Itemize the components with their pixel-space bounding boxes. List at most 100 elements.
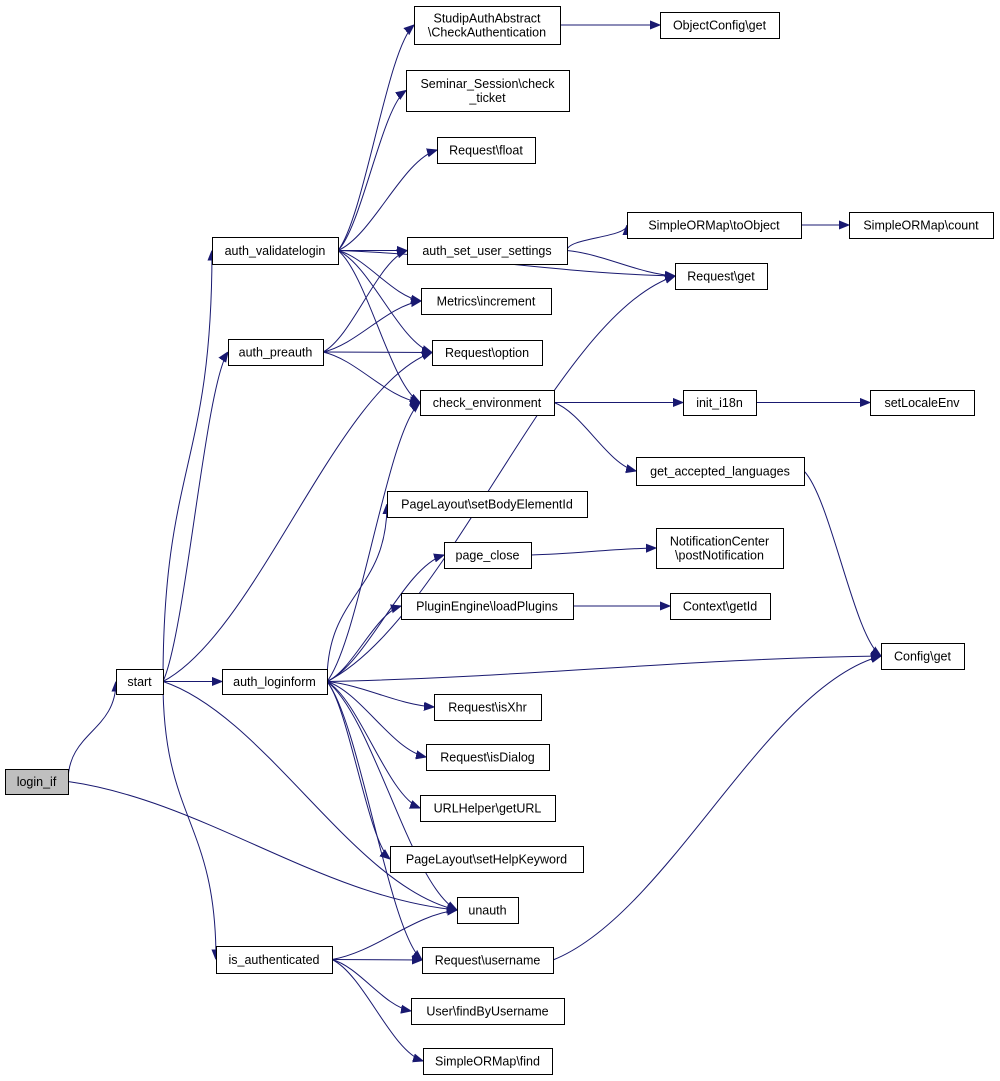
node-auth-set-user-settings[interactable]: auth_set_user_settings — [407, 237, 568, 265]
node-label: check_environment — [433, 396, 542, 410]
node-request-isxhr[interactable]: Request\isXhr — [434, 694, 542, 721]
node-label: User\findByUsername — [426, 1004, 548, 1018]
node-request-get[interactable]: Request\get — [675, 263, 768, 290]
edge-is-authenticated-to-user-findbyusername — [331, 959, 411, 1012]
edge-start-to-auth-validatelogin — [162, 251, 212, 682]
node-label: PageLayout\setHelpKeyword — [406, 852, 567, 866]
edge-auth-loginform-to-pagelayout-setbodyelementid — [326, 504, 387, 682]
node-request-option[interactable]: Request\option — [432, 340, 543, 366]
node-label: ObjectConfig\get — [673, 18, 767, 32]
edge-auth-loginform-to-check-environment — [326, 403, 420, 682]
node-box — [670, 593, 771, 620]
node-context-getid[interactable]: Context\getId — [670, 593, 771, 620]
node-box — [437, 137, 536, 164]
node-label: get_accepted_languages — [650, 464, 790, 478]
node-user-findbyusername[interactable]: User\findByUsername — [411, 998, 565, 1025]
edge-auth-loginform-to-request-get — [326, 276, 675, 682]
edge-get-accepted-languages-to-config-get — [803, 470, 881, 656]
node-label: Request\float — [449, 143, 523, 157]
edge-auth-validatelogin-to-request-float — [337, 150, 437, 251]
node-box — [457, 897, 519, 924]
edge-auth-loginform-to-urlhelper-geturl — [326, 681, 420, 809]
node-label: auth_preauth — [239, 345, 313, 359]
node-box — [656, 528, 784, 569]
node-box — [406, 70, 570, 112]
node-setlocaleenv[interactable]: setLocaleEnv — [870, 390, 975, 416]
node-login-if[interactable]: login_if — [5, 769, 69, 795]
node-notificationcenter-postnotification[interactable]: NotificationCenter\postNotification — [656, 528, 784, 569]
node-box — [870, 390, 975, 416]
edge-auth-validatelogin-to-studipauthabstract-checkauthentication — [337, 25, 414, 251]
node-label: auth_loginform — [233, 675, 316, 689]
node-objectconfig-get[interactable]: ObjectConfig\get — [660, 12, 780, 39]
node-box — [422, 947, 554, 974]
node-pagelayout-sethelpkeyword[interactable]: PageLayout\setHelpKeyword — [390, 846, 584, 873]
node-studipauthabstract-checkauthentication[interactable]: StudipAuthAbstract\CheckAuthentication — [414, 6, 561, 45]
edge-auth-loginform-to-request-isdialog — [326, 681, 426, 758]
node-label: Metrics\increment — [437, 294, 536, 308]
nodes-layer: login_if start auth_validatelogin auth_prea… — [5, 6, 994, 1075]
node-label: NotificationCenter — [670, 534, 769, 548]
node-label: SimpleORMap\toObject — [648, 218, 780, 232]
node-seminar-session-check-ticket[interactable]: Seminar_Session\check_ticket — [406, 70, 570, 112]
edge-auth-set-user-settings-to-request-get — [566, 250, 675, 277]
node-metrics-increment[interactable]: Metrics\increment — [421, 288, 552, 315]
node-init-i18n[interactable]: init_i18n — [683, 390, 757, 416]
node-label: is_authenticated — [228, 953, 319, 967]
edge-auth-set-user-settings-to-simpleormap-toobject — [566, 224, 627, 251]
node-request-float[interactable]: Request\float — [437, 137, 536, 164]
node-label: page_close — [456, 548, 520, 562]
node-config-get[interactable]: Config\get — [881, 643, 965, 670]
node-pluginengine-loadplugins[interactable]: PluginEngine\loadPlugins — [401, 593, 574, 620]
node-get-accepted-languages[interactable]: get_accepted_languages — [636, 457, 805, 486]
node-box — [423, 1048, 553, 1075]
node-box — [660, 12, 780, 39]
node-label: start — [127, 675, 152, 689]
node-box — [420, 390, 555, 416]
node-urlhelper-geturl[interactable]: URLHelper\getURL — [420, 795, 556, 822]
node-box — [627, 212, 802, 239]
edge-is-authenticated-to-request-username — [331, 960, 422, 961]
node-box — [444, 542, 532, 569]
node-check-environment[interactable]: check_environment — [420, 390, 555, 416]
edge-auth-validatelogin-to-seminar-session-check-ticket — [337, 91, 406, 251]
node-label: PageLayout\setBodyElementId — [401, 497, 573, 511]
node-auth-preauth[interactable]: auth_preauth — [228, 339, 324, 366]
edge-start-to-request-option — [162, 353, 432, 682]
node-box — [228, 339, 324, 366]
node-box — [434, 694, 542, 721]
edge-auth-validatelogin-to-check-environment — [337, 250, 420, 403]
node-auth-loginform[interactable]: auth_loginform — [222, 669, 328, 695]
edge-start-to-unauth — [162, 681, 457, 911]
node-simpleormap-find[interactable]: SimpleORMap\find — [423, 1048, 553, 1075]
edge-auth-loginform-to-pluginengine-loadplugins — [326, 606, 401, 682]
edge-auth-loginform-to-request-isxhr — [326, 681, 434, 708]
node-box — [407, 237, 568, 265]
node-simpleormap-toobject[interactable]: SimpleORMap\toObject — [627, 212, 802, 239]
node-box — [116, 669, 164, 695]
node-box — [421, 288, 552, 315]
node-box — [222, 669, 328, 695]
edge-page-close-to-notificationcenter-postnotification — [530, 548, 656, 556]
node-label: auth_validatelogin — [225, 244, 326, 258]
edge-auth-preauth-to-metrics-increment — [322, 301, 421, 353]
edge-auth-validatelogin-to-request-option — [337, 250, 432, 353]
node-start[interactable]: start — [116, 669, 164, 695]
node-unauth[interactable]: unauth — [457, 897, 519, 924]
node-page-close[interactable]: page_close — [444, 542, 532, 569]
edge-login-if-to-start — [67, 682, 116, 782]
node-request-isdialog[interactable]: Request\isDialog — [426, 744, 550, 771]
node-label: SimpleORMap\count — [863, 218, 979, 232]
node-is-authenticated[interactable]: is_authenticated — [216, 946, 333, 974]
node-simpleormap-count[interactable]: SimpleORMap\count — [849, 212, 994, 239]
node-label: auth_set_user_settings — [422, 244, 551, 258]
node-pagelayout-setbodyelementid[interactable]: PageLayout\setBodyElementId — [387, 491, 588, 518]
node-auth-validatelogin[interactable]: auth_validatelogin — [212, 237, 339, 265]
node-label: init_i18n — [696, 396, 743, 410]
edge-is-authenticated-to-unauth — [331, 910, 457, 960]
edge-login-if-to-unauth — [67, 781, 457, 911]
node-label: SimpleORMap\find — [435, 1054, 540, 1068]
node-box — [387, 491, 588, 518]
node-request-username[interactable]: Request\username — [422, 947, 554, 974]
